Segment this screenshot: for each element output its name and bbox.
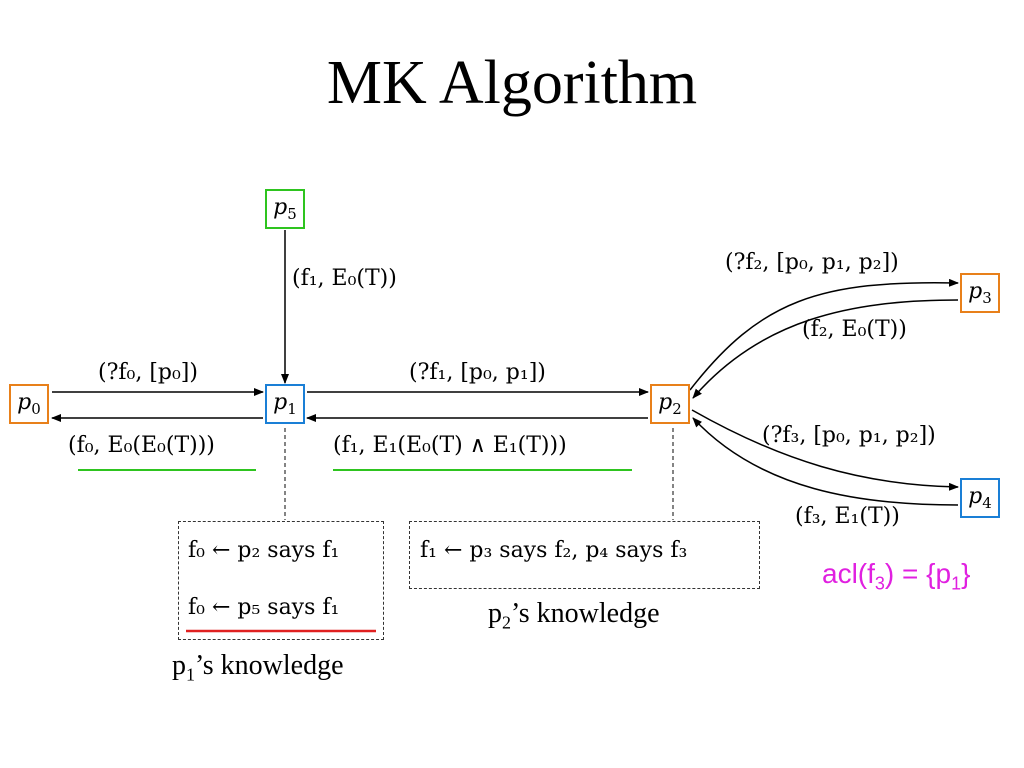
edge-label-p0-p1: (?f₀, [p₀])	[98, 360, 198, 385]
edge-p4-p2	[692, 417, 959, 506]
p1-knowledge-line-2: f₀ ← p₅ says f₁	[188, 595, 340, 620]
node-p3-label: p	[968, 279, 983, 304]
p2-caption-sub: 2	[502, 612, 511, 633]
p2-knowledge-caption: p2’s knowledge	[488, 598, 660, 634]
edge-label-p2-p1: (f₁, E₁(E₀(T) ∧ E₁(T)))	[333, 433, 567, 458]
node-p2-label: p	[658, 390, 673, 415]
node-p2: p2	[650, 384, 690, 424]
node-p0-sub: 0	[31, 400, 41, 418]
node-p1: p1	[265, 384, 305, 424]
acl-sub-principal: 1	[951, 573, 962, 594]
p2-knowledge-line-1: f₁ ← p₃ says f₂, p₄ says f₃	[420, 538, 688, 563]
edge-label-p1-p2: (?f₁, [p₀, p₁])	[409, 360, 546, 385]
node-p1-label: p	[273, 390, 288, 415]
node-p0: p0	[9, 384, 49, 424]
node-p5: p5	[265, 189, 305, 229]
edge-p2-p3	[689, 278, 959, 391]
p2-caption-pre: p	[488, 598, 502, 629]
node-p1-sub: 1	[287, 400, 297, 418]
p1-caption-sub: 1	[186, 664, 195, 685]
node-p4-label: p	[968, 484, 983, 509]
acl-post: }	[961, 558, 971, 589]
node-p3-sub: 3	[982, 289, 992, 307]
p1-knowledge-box	[178, 521, 384, 640]
edge-label-p2-p4: (?f₃, [p₀, p₁, p₂])	[762, 423, 936, 448]
edge-label-p3-p2: (f₂, E₀(T))	[802, 317, 907, 342]
acl-mid: ) = {p	[884, 558, 952, 589]
p1-knowledge-caption: p1’s knowledge	[172, 650, 344, 686]
node-p4-sub: 4	[982, 494, 992, 512]
p1-knowledge-line-1: f₀ ← p₂ says f₁	[188, 538, 340, 563]
node-p5-label: p	[273, 195, 288, 220]
edge-p2-p4	[691, 409, 959, 491]
p2-knowledge-box	[409, 521, 760, 589]
edge-label-p2-p3: (?f₂, [p₀, p₁, p₂])	[725, 250, 899, 275]
node-p4: p4	[960, 478, 1000, 518]
p2-caption-post: ’s knowledge	[511, 598, 660, 629]
edge-label-p4-p2: (f₃, E₁(T))	[795, 504, 900, 529]
acl-pre: acl(f	[822, 558, 875, 589]
node-p3: p3	[960, 273, 1000, 313]
p1-caption-post: ’s knowledge	[195, 650, 344, 681]
p1-caption-pre: p	[172, 650, 186, 681]
edge-p3-p2	[692, 299, 959, 399]
node-p5-sub: 5	[287, 205, 297, 223]
edge-label-p5-p1: (f₁, E₀(T))	[292, 266, 397, 291]
node-p2-sub: 2	[672, 400, 682, 418]
edge-label-p1-p0: (f₀, E₀(E₀(T)))	[68, 433, 215, 458]
acl-sub-file: 3	[874, 573, 885, 594]
acl-annotation: acl(f3) = {p1}	[822, 558, 970, 595]
node-p0-label: p	[17, 390, 32, 415]
page-title: MK Algorithm	[326, 49, 698, 117]
